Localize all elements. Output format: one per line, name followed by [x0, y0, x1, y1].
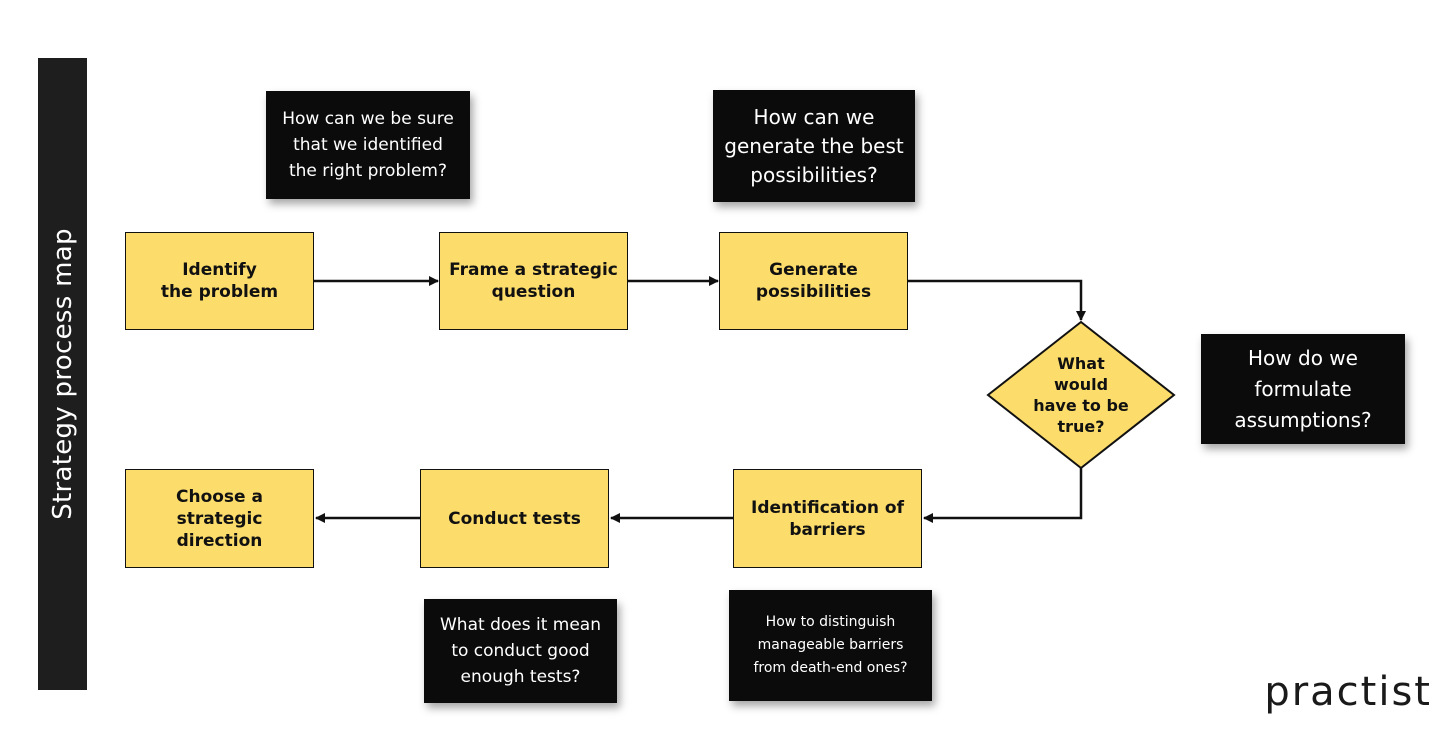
- step-conduct-tests: Conduct tests: [420, 469, 609, 568]
- note-right-problem: How can we be sure that we identified th…: [266, 91, 470, 199]
- step-frame-question: Frame a strategic question: [439, 232, 628, 330]
- step-generate-possibilities: Generate possibilities: [719, 232, 908, 330]
- practist-logo: practist: [1264, 669, 1432, 715]
- step-decision-label: What would have to be true?: [1033, 354, 1129, 436]
- step-choose-direction: Choose a strategic direction: [125, 469, 314, 568]
- note-best-possibilities: How can we generate the best possibiliti…: [713, 90, 915, 202]
- arrow-decision-to-barriers: [923, 468, 1083, 523]
- sidebar-title-bar: Strategy process map: [38, 58, 87, 690]
- decision-diamond: [986, 320, 1176, 470]
- step-identify-barriers: Identification of barriers: [733, 469, 922, 568]
- note-formulate-assumptions: How do we formulate assumptions?: [1201, 334, 1405, 444]
- step-identify-problem: Identify the problem: [125, 232, 314, 330]
- note-good-tests: What does it mean to conduct good enough…: [424, 599, 617, 703]
- note-distinguish-barriers: How to distinguish manageable barriers f…: [729, 590, 932, 701]
- arrow-generate-to-decision: [908, 279, 1086, 321]
